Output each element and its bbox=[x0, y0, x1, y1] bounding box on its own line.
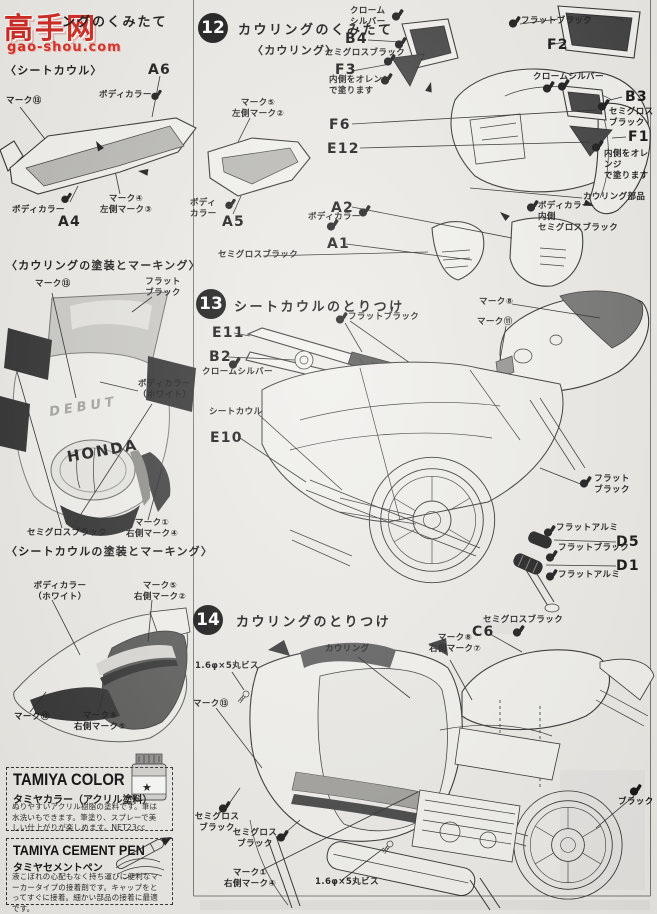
part-code-a4: A4 bbox=[58, 214, 81, 230]
tamiya-color-description: ぬりやすいアクリル樹脂の塗料です。筆は水洗いもできます。筆塗り、スプレーで美しい… bbox=[12, 802, 158, 832]
decal-label-mark5-right2: マーク⑤ 右側マーク② bbox=[133, 581, 187, 603]
part-code-f1: F1 bbox=[628, 129, 650, 145]
step-13-badge: 13 bbox=[196, 289, 226, 319]
paint-label-flat-aluminum: フラットアルミ bbox=[558, 570, 621, 580]
decal-label-mark13: マーク⑬ bbox=[14, 712, 50, 722]
paint-label-chrome-silver: クローム シルバー bbox=[350, 6, 386, 28]
part-code-a1: A1 bbox=[327, 236, 350, 252]
cement-pen-subtitle: タミヤセメントペン bbox=[13, 863, 103, 874]
step-12-subtitle: 〈カウリング〉 bbox=[252, 44, 338, 57]
part-code-a6: A6 bbox=[148, 62, 171, 78]
paint-label-semigloss-black: セミグロスブラック bbox=[483, 615, 564, 625]
step-14-title: カウリングのとりつけ bbox=[236, 615, 392, 630]
part-code-d1: D1 bbox=[616, 558, 640, 574]
part-code-a2: A2 bbox=[331, 200, 354, 216]
decal-label-mark5-left2: マーク⑤ 左側マーク② bbox=[231, 98, 285, 120]
part-code-f6: F6 bbox=[329, 117, 351, 133]
watermark-url: gao-shou.com bbox=[7, 40, 122, 55]
screw-label-1-6x5: 1.6φ×5丸ビス bbox=[195, 661, 259, 671]
part-code-c6: C6 bbox=[472, 624, 495, 640]
paint-label-flat-black: フラットブラック bbox=[558, 543, 630, 553]
step-12-title: カウリングのくみたて bbox=[238, 23, 394, 38]
part-code-b2: B2 bbox=[209, 349, 232, 365]
note-cowling: カウリング bbox=[325, 644, 370, 654]
decal-label-mark13: マーク⑬ bbox=[6, 96, 42, 106]
paint-label-flat-black: フラットブラック bbox=[521, 16, 593, 26]
cement-pen-title: TAMIYA CEMENT PEN bbox=[13, 842, 145, 858]
seat-cowl-subheading: 〈シートカウル〉 bbox=[5, 64, 103, 77]
part-code-f2: F2 bbox=[547, 37, 569, 53]
part-code-b3: B3 bbox=[625, 89, 648, 105]
paint-label-semigloss-black: セミグロス ブラック bbox=[194, 812, 240, 834]
paint-label-body-color: ボディ カラー bbox=[190, 198, 217, 220]
part-code-a5: A5 bbox=[222, 214, 245, 230]
part-code-d5: D5 bbox=[616, 534, 640, 550]
decal-label-mark11: マーク⑪ bbox=[477, 317, 513, 327]
paint-note-orange-inside: 内側をオレンジ で塗ります bbox=[329, 75, 392, 97]
seat-paint-heading: 〈シートカウルの塗装とマーキング〉 bbox=[6, 545, 214, 558]
seat-cowl-assembly-heading: ングのくみたて bbox=[62, 15, 168, 30]
step-13-title: シートカウルのとりつけ bbox=[234, 300, 405, 315]
paint-label-flat-black: フラットブラック bbox=[348, 312, 420, 322]
tamiya-color-subtitle: タミヤカラー（アクリル塗料） bbox=[13, 795, 153, 806]
paint-label-semigloss-black: セミグロス ブラック bbox=[609, 107, 654, 129]
part-code-e11: E11 bbox=[212, 325, 245, 341]
svg-text:★: ★ bbox=[142, 781, 152, 794]
decal-label-mark8-right5: マーク⑧ 右側マーク⑤ bbox=[73, 711, 127, 733]
paint-label-body-color: ボディカラー bbox=[12, 205, 65, 215]
decal-label-mark13: マーク⑬ bbox=[193, 699, 229, 709]
note-seat-cowl: シートカウル bbox=[209, 407, 263, 417]
decal-label-mark1-right4: マーク① 右側マーク④ bbox=[223, 868, 277, 890]
decal-label-mark13: マーク⑬ bbox=[35, 279, 71, 289]
decal-label-mark8-right7: マーク⑧ 右側マーク⑦ bbox=[428, 633, 482, 655]
cement-pen-icon bbox=[115, 837, 172, 880]
part-code-b4: B4 bbox=[345, 31, 368, 47]
tamiya-color-title: TAMIYA COLOR bbox=[13, 771, 125, 789]
paint-jar-icon: ★ bbox=[131, 753, 167, 801]
decal-label-mark8: マーク⑧ bbox=[479, 297, 514, 307]
paint-label-semigloss-black: セミグロスブラック bbox=[218, 250, 299, 260]
paint-label-semigloss-black: セミグロスブラック bbox=[325, 48, 406, 58]
part-code-f3: F3 bbox=[335, 62, 357, 78]
paint-label-black: ブラック bbox=[618, 797, 654, 807]
decal-label-mark4-left3: マーク④ 左側マーク③ bbox=[99, 194, 153, 216]
paint-label-body-white: ボディカラー （ホワイト） bbox=[138, 379, 192, 401]
step-12-badge: 12 bbox=[198, 13, 228, 43]
paint-label-semigloss-black: セミグロス ブラック bbox=[232, 828, 278, 850]
cement-pen-box: TAMIYA CEMENT PEN タミヤセメントペン bbox=[6, 838, 173, 905]
tamiya-color-box: TAMIYA COLOR タミヤカラー（アクリル塗料） bbox=[6, 767, 173, 831]
cowl-paint-heading: 〈カウリングの塗装とマーキング〉 bbox=[6, 259, 201, 272]
paint-label-flat-black: フラット ブラック bbox=[594, 474, 630, 496]
paint-note-body-inner-semigloss: ボディカラー 内側 セミグロスブラック bbox=[538, 201, 619, 234]
paint-label-chrome-silver: クロームシルバー bbox=[202, 367, 273, 377]
note-cowling-parts: カウリング部品 bbox=[583, 192, 646, 202]
paint-note-orange-inside: 内側をオレンジ で塗ります bbox=[604, 149, 649, 182]
paint-label-body-white: ボディカラー （ホワイト） bbox=[33, 581, 87, 603]
paint-label-body-color: ボディカラー bbox=[308, 212, 361, 222]
paint-label-body-color: ボディカラー bbox=[99, 90, 152, 100]
cement-pen-description: 液こぼれの心配もなく持ち運びに便利なマーカータイプの接着剤です。キャップをとって… bbox=[12, 872, 159, 913]
paint-label-semigloss-black: セミグロスブラック bbox=[27, 528, 108, 538]
paint-label-chrome-silver: クロームシルバー bbox=[533, 72, 604, 82]
paint-label-flat-black: フラット ブラック bbox=[145, 277, 181, 299]
decal-label-mark1-right4: マーク① 右側マーク④ bbox=[125, 518, 179, 540]
step-14-badge: 14 bbox=[193, 605, 223, 635]
screw-label-1-6x5: 1.6φ×5丸ビス bbox=[315, 877, 379, 887]
part-code-e10: E10 bbox=[210, 430, 243, 446]
watermark-logo: 高手网 bbox=[4, 11, 98, 45]
paint-label-flat-aluminum: フラットアルミ bbox=[556, 523, 619, 533]
part-code-e12: E12 bbox=[327, 141, 360, 157]
